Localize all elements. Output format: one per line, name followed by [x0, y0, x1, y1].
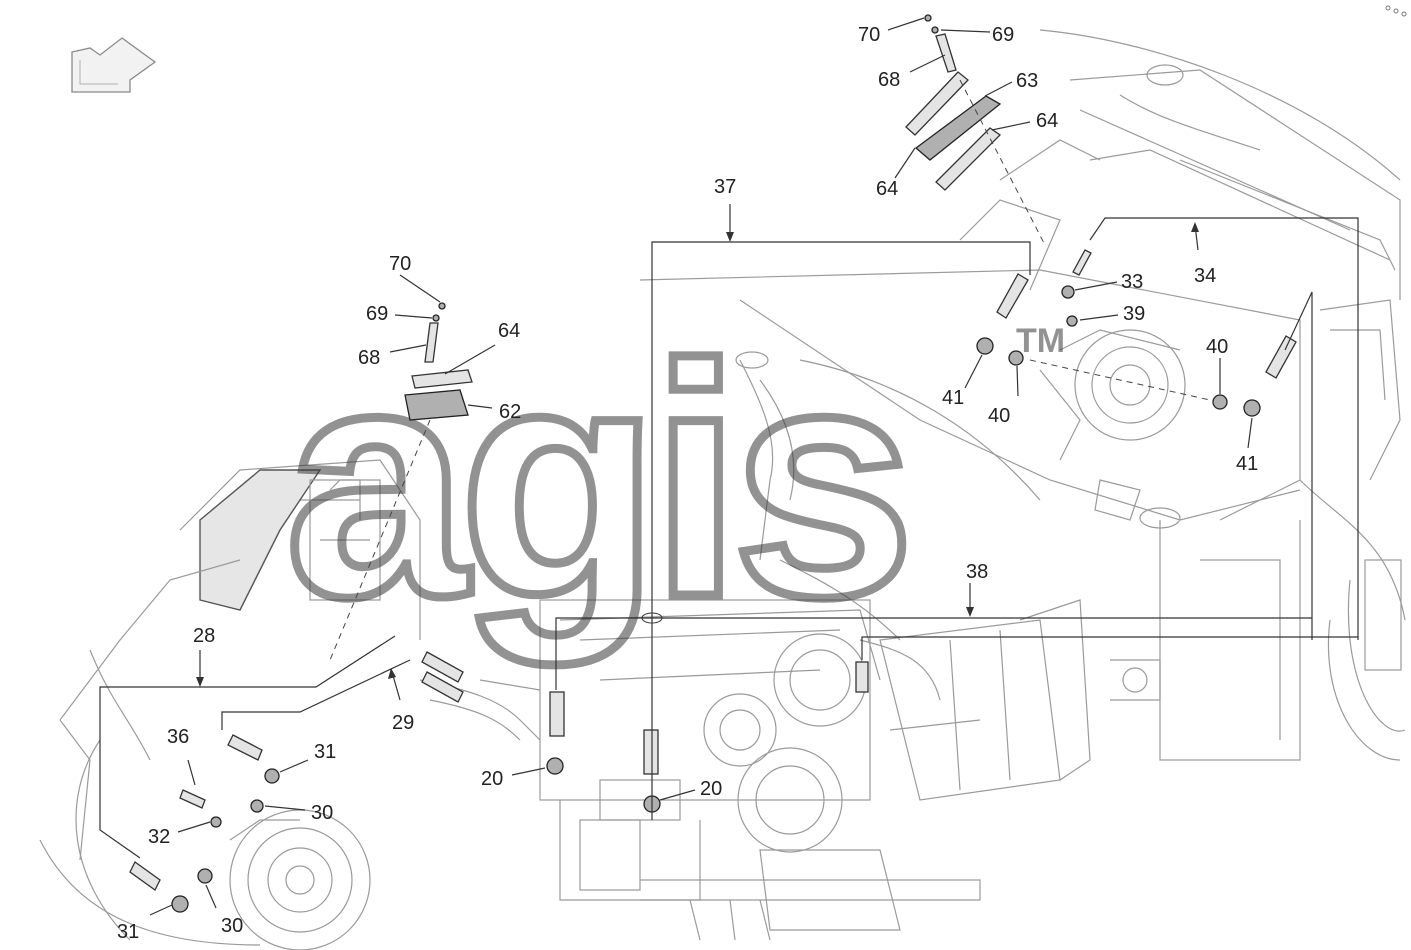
callout-41: 41 — [942, 387, 964, 409]
valve-block-assembly-upper — [905, 14, 1046, 246]
hose-28-end — [129, 861, 161, 891]
machine-outline — [39, 29, 1406, 950]
callout-31: 31 — [117, 921, 139, 943]
callout-31: 31 — [314, 741, 336, 763]
callout-labels: 70 69 68 63 64 64 37 34 33 39 40 40 41 4… — [117, 24, 1258, 943]
hose-38-end-left — [549, 691, 565, 737]
watermark: agis TM — [281, 292, 1066, 672]
callout-62: 62 — [499, 401, 521, 423]
hoses — [129, 249, 1297, 891]
hose-end-upper-left — [227, 734, 263, 761]
valve-block-assembly-lower — [329, 302, 473, 661]
callout-63: 63 — [1016, 70, 1038, 92]
callout-64: 64 — [498, 320, 520, 342]
callout-29: 29 — [392, 712, 414, 734]
fitting-39 — [1066, 315, 1078, 327]
watermark-trademark: TM — [1016, 322, 1065, 360]
callout-33: 33 — [1121, 271, 1143, 293]
callout-64: 64 — [876, 178, 898, 200]
fitting-32 — [210, 816, 222, 828]
fitting-40-right — [1212, 394, 1228, 410]
callout-69: 69 — [992, 24, 1014, 46]
fitting-40-left — [1008, 350, 1024, 366]
sensor-36 — [179, 789, 206, 809]
watermark-text: agis — [285, 296, 905, 667]
hose-34-end — [1072, 249, 1092, 276]
callout-leaders — [149, 17, 1253, 916]
plate-64-lower — [935, 127, 1002, 191]
callout-30: 30 — [311, 802, 333, 824]
callout-20: 20 — [481, 768, 503, 790]
callout-70: 70 — [389, 253, 411, 275]
callout-28: 28 — [193, 625, 215, 647]
callout-41: 41 — [1236, 453, 1258, 475]
plate-64-upper — [905, 71, 969, 136]
fitting-30-lower — [197, 868, 213, 884]
nut-70-lower — [438, 302, 446, 310]
bolt-68-upper — [935, 33, 957, 73]
callout-36: 36 — [167, 726, 189, 748]
callout-68: 68 — [358, 347, 380, 369]
callout-64: 64 — [1036, 110, 1058, 132]
fitting-30-upper — [250, 799, 264, 813]
hose-37-end-lower — [643, 729, 659, 775]
hose-routing-lines — [99, 204, 1359, 859]
callout-40: 40 — [1206, 336, 1228, 358]
callout-20: 20 — [700, 778, 722, 800]
washer-69-lower — [432, 314, 440, 322]
fitting-33 — [1061, 285, 1075, 299]
fitting-31-upper — [264, 768, 280, 784]
callout-30: 30 — [221, 915, 243, 937]
hose-38-end-right — [855, 661, 869, 693]
callout-40: 40 — [988, 405, 1010, 427]
manifold-62 — [404, 389, 469, 421]
callout-70: 70 — [858, 24, 880, 46]
callout-69: 69 — [366, 303, 388, 325]
fittings — [171, 285, 1261, 913]
nut-70-upper — [924, 14, 932, 22]
bolt-68-lower — [424, 322, 439, 363]
fitting-31-lower — [171, 895, 189, 913]
callout-37: 37 — [714, 176, 736, 198]
direction-arrow-icon — [71, 37, 157, 93]
fitting-20-left — [546, 757, 564, 775]
fitting-41-right — [1243, 399, 1261, 417]
callout-39: 39 — [1123, 303, 1145, 325]
hose-29-end-b — [421, 671, 464, 703]
fitting-41-left — [976, 337, 994, 355]
callout-34: 34 — [1194, 265, 1216, 287]
manifold-63 — [914, 95, 1002, 161]
hose-37-end — [996, 273, 1029, 319]
corner-mark-icon — [1385, 5, 1407, 17]
callout-68: 68 — [878, 69, 900, 91]
hose-34-end-right — [1265, 335, 1297, 379]
callout-32: 32 — [148, 826, 170, 848]
hose-29-end-a — [421, 651, 464, 683]
washer-69-upper — [931, 26, 939, 34]
callout-38: 38 — [966, 561, 988, 583]
